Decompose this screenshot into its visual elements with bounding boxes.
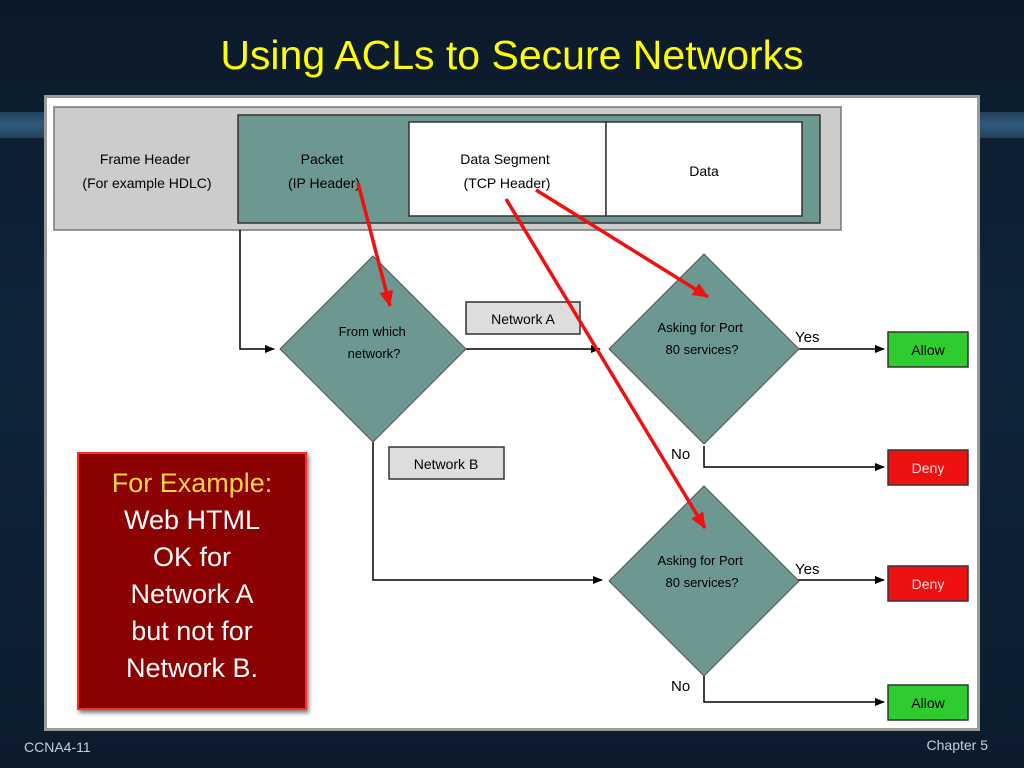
red-arrow-segment-to-bottom-port [504, 198, 707, 529]
yes-label-bottom: Yes [795, 561, 819, 578]
example-line: OK for [152, 542, 232, 572]
deny-label-top: Deny [912, 460, 945, 476]
red-arrow-packet-to-network-decision [356, 182, 393, 307]
packet-label: Packet (IP Header) [288, 151, 360, 191]
no-label-bottom: No [671, 678, 690, 695]
example-line: Network A [130, 579, 254, 609]
deny-label-bottom: Deny [912, 576, 945, 592]
decision-port-top-diamond [608, 253, 800, 445]
no-label-top: No [671, 446, 690, 463]
allow-label-bottom: Allow [911, 695, 945, 711]
footer-chapter: Chapter 5 [926, 737, 988, 753]
allow-label-top: Allow [911, 342, 945, 358]
decision-port-bottom-diamond [608, 485, 800, 677]
red-arrow-segment-to-top-port [535, 188, 709, 299]
flow-line-network-b [372, 442, 603, 584]
network-a-label: Network A [491, 311, 555, 327]
example-line: but not for [131, 616, 253, 646]
data-box [605, 121, 803, 217]
decision-network-diamond [279, 255, 467, 443]
network-a-box [465, 301, 581, 335]
frame-header-label: Frame Header (For example HDLC) [82, 151, 211, 191]
network-b-label: Network B [414, 456, 479, 472]
flow-line-header-to-decision [239, 230, 275, 353]
data-label: Data [689, 163, 719, 179]
example-line: Network B. [125, 653, 259, 683]
yes-label-top: Yes [795, 329, 819, 346]
footer-course-code: CCNA4-11 [24, 739, 91, 755]
deny-box-bottom [887, 565, 969, 602]
example-line: Web HTML [123, 505, 261, 535]
deny-box-top [887, 449, 969, 486]
example-callout: For Example: Web HTML OK for Network A b… [77, 452, 307, 710]
allow-box-top [887, 331, 969, 368]
network-b-box [388, 446, 505, 480]
slide-title: Using ACLs to Secure Networks [220, 32, 804, 78]
decision-network-label: From which network? [339, 324, 410, 361]
decision-port-top-label: Asking for Port 80 services? [658, 320, 747, 357]
decision-port-bottom-label: Asking for Port 80 services? [658, 553, 747, 590]
data-segment-label: Data Segment (TCP Header) [460, 151, 553, 191]
flow-line-top-no [703, 446, 885, 471]
allow-box-bottom [887, 684, 969, 721]
example-heading: For Example: [111, 468, 273, 498]
flow-line-bottom-no [703, 676, 885, 706]
